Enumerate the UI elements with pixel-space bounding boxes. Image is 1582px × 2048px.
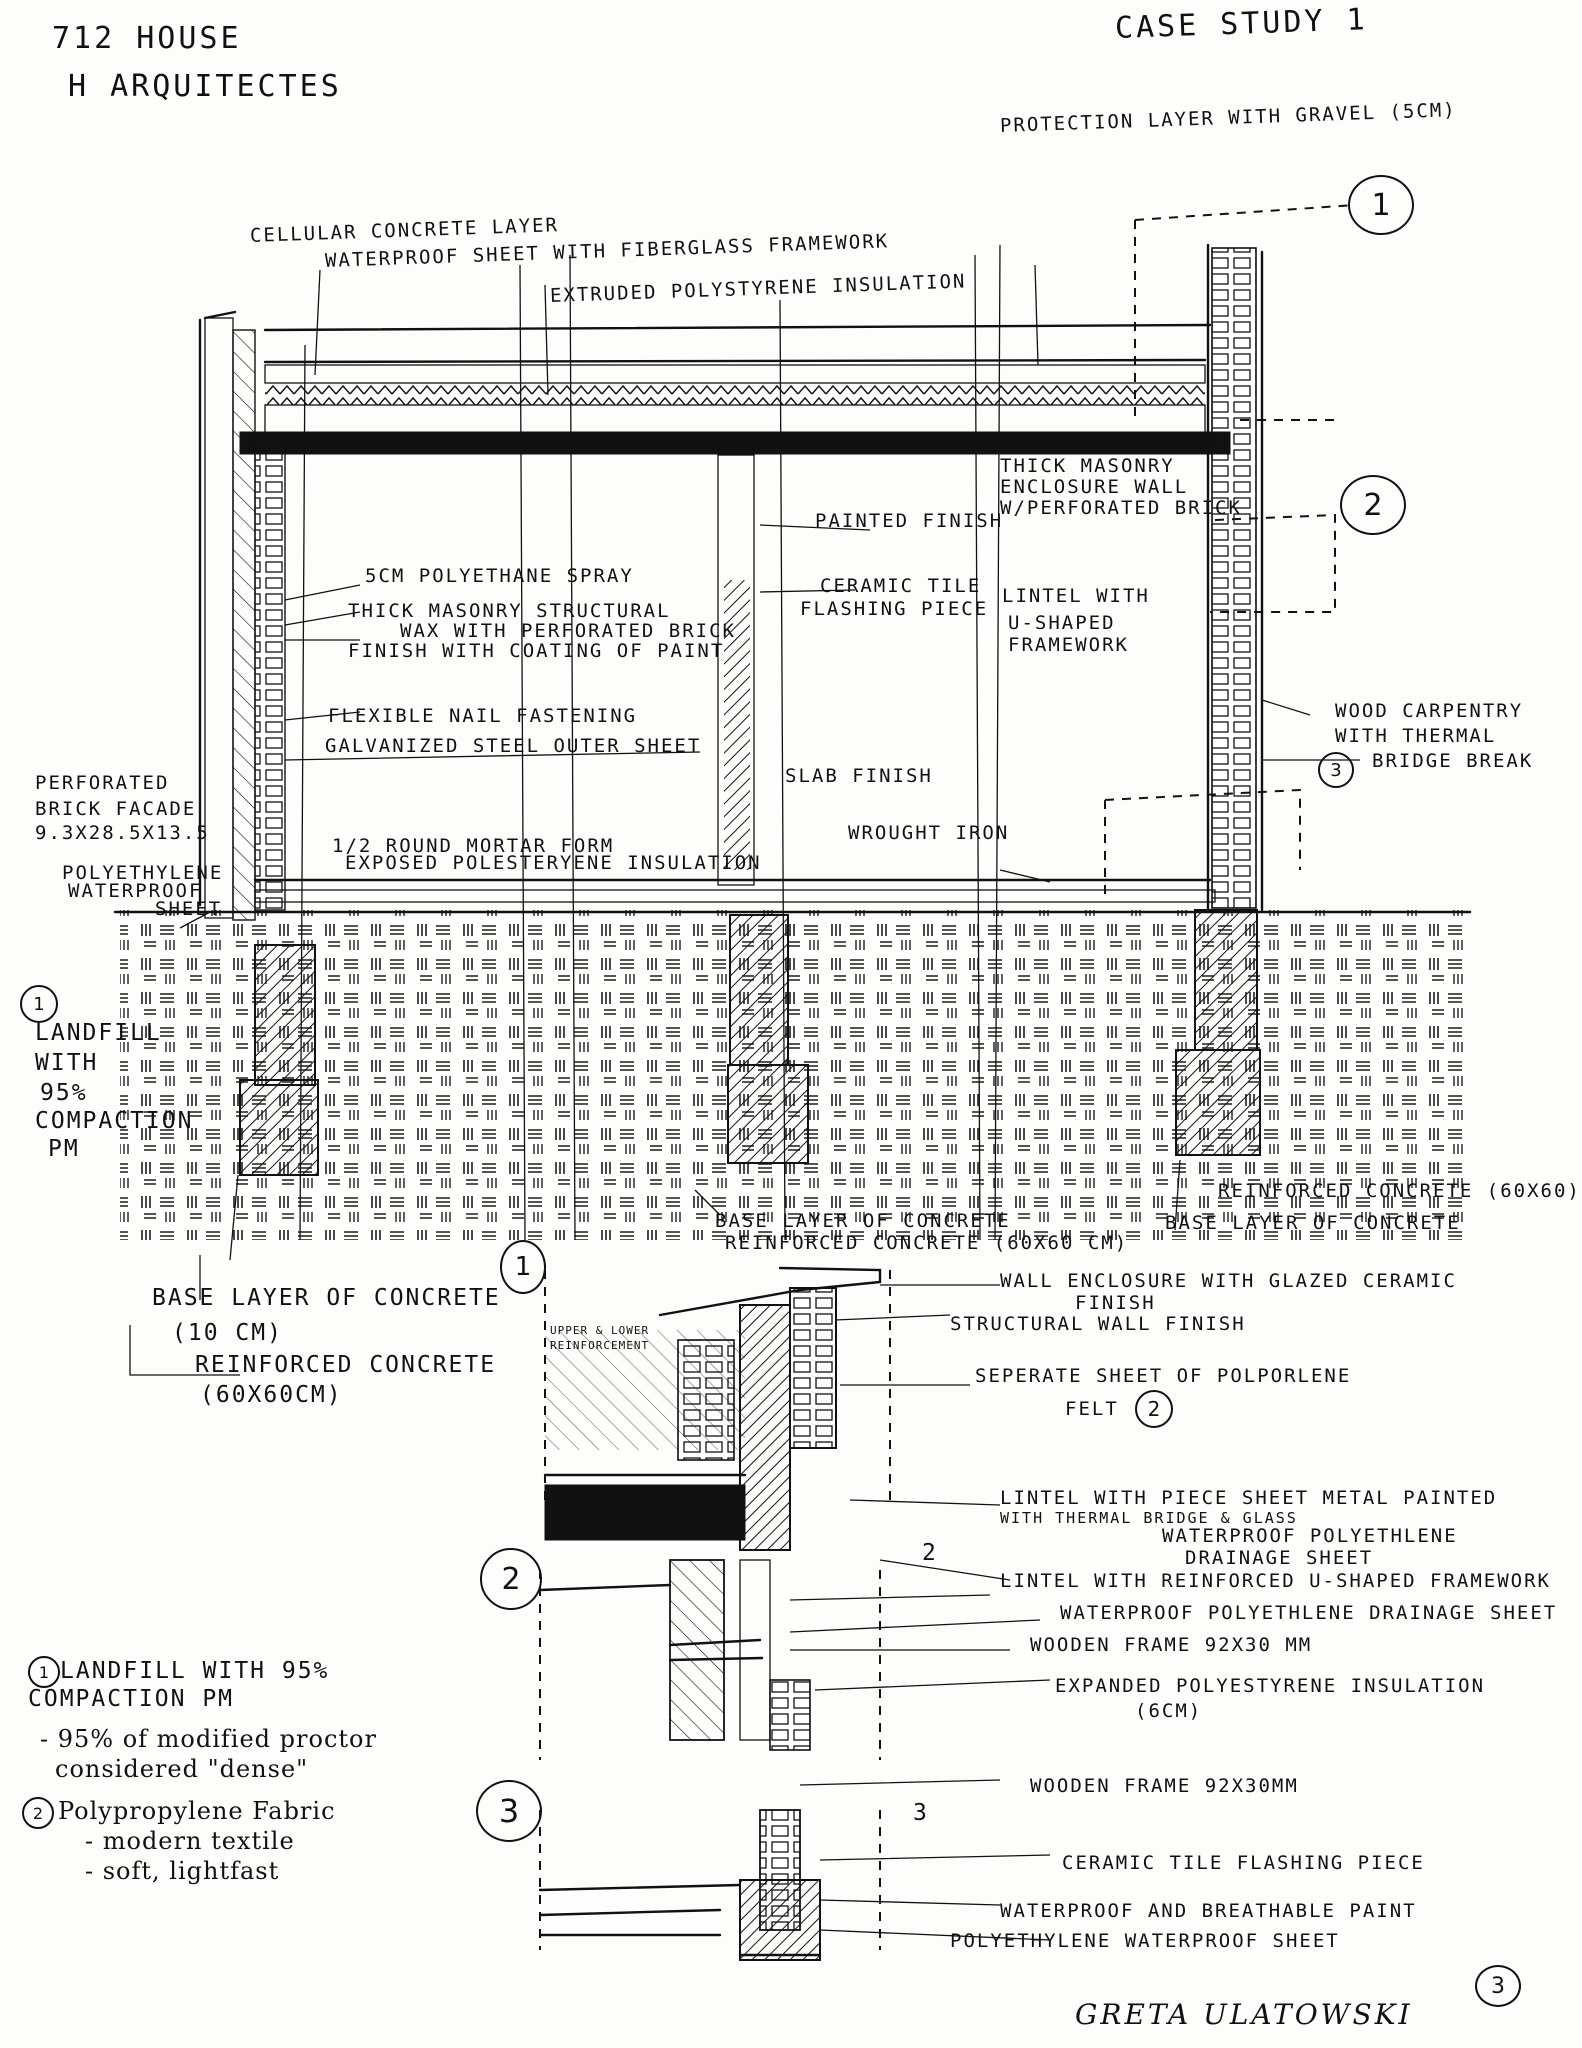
label-poly-sheet-3: SHEET [155, 898, 223, 920]
detail-1-felt-marker: 2 [1135, 1390, 1173, 1428]
title-line-2: H ARQUITECTES [68, 69, 342, 104]
label-thick-masonry-3: W/PERFORATED BRICK [1000, 497, 1242, 519]
label-lintel-2: U-SHAPED [1008, 612, 1116, 634]
detail-1-felt-marker-label: 2 [1147, 1397, 1161, 1421]
note-2-marker: 2 [22, 1797, 54, 1829]
detail-3-breathable-paint: WATERPROOF AND BREATHABLE PAINT [1000, 1900, 1417, 1922]
note-1-marker-label: 1 [38, 1662, 50, 1682]
detail-1-inset-1: UPPER & LOWER [550, 1324, 650, 1337]
label-wrought-iron: WROUGHT IRON [848, 822, 1010, 844]
note-2-title: Polypropylene Fabric [58, 1797, 336, 1825]
label-perforated-brick-2: BRICK FACADE [35, 798, 197, 820]
detail-3-ceramic-tile: CERAMIC TILE FLASHING PIECE [1062, 1852, 1425, 1874]
label-slab-finish: SLAB FINISH [785, 765, 933, 787]
detail-1-drainage-1: WATERPROOF POLYETHLENE [1162, 1525, 1458, 1547]
detail-3-poly-sheet: POLYETHYLENE WATERPROOF SHEET [950, 1930, 1340, 1952]
label-perforated-brick-3: 9.3X28.5X13.5 [35, 822, 210, 844]
callout-marker-bottom-label: 3 [1491, 1973, 1505, 1999]
detail-2-marker: 2 [480, 1548, 542, 1610]
label-reinforced-mid: REINFORCED CONCRETE (60X60 CM) [725, 1232, 1129, 1254]
detail-3-tag: 3 [913, 1800, 929, 1826]
note-1-bullet-2: considered "dense" [55, 1755, 309, 1783]
note-1-title-1: LANDFILL WITH 95% [60, 1658, 330, 1684]
detail-1-inset-2: REINFORCEMENT [550, 1339, 650, 1352]
label-poly-sheet-2: WATERPROOF [68, 880, 203, 902]
note-1-title-2: COMPACTION PM [28, 1686, 235, 1712]
detail-3-marker: 3 [476, 1780, 542, 1842]
label-wood-carpentry-3: BRIDGE BREAK [1372, 750, 1534, 772]
note-1-marker: 1 [28, 1656, 60, 1688]
label-ceramic-tile-1: CERAMIC TILE [820, 575, 982, 597]
detail-2-tag: 2 [922, 1540, 938, 1566]
detail-1-structural-wall: STRUCTURAL WALL FINISH [950, 1313, 1246, 1335]
label-poly-spray: 5CM POLYETHANE SPRAY [365, 565, 634, 587]
label-base-left-1: BASE LAYER OF CONCRETE [152, 1285, 501, 1311]
label-flexible-nail-1: FLEXIBLE NAIL FASTENING [328, 705, 638, 727]
callout-marker-landfill: 1 [20, 985, 58, 1023]
detail-1-separate-sheet-1: SEPERATE SHEET OF POLPORLENE [975, 1365, 1352, 1387]
detail-3-marker-label: 3 [498, 1792, 520, 1830]
title-line-1: 712 HOUSE [52, 21, 242, 56]
label-thick-masonry-2: ENCLOSURE WALL [1000, 476, 1189, 498]
callout-marker-bottom: 3 [1475, 1965, 1521, 2007]
callout-marker-3-label: 3 [1330, 759, 1342, 781]
detail-1-marker-label: 1 [514, 1252, 532, 1282]
label-reinforced-left-1: REINFORCED CONCRETE [195, 1352, 497, 1378]
detail-1-wall-enclosure-2: FINISH [1075, 1292, 1156, 1314]
detail-2-waterproof-drainage: WATERPROOF POLYETHLENE DRAINAGE SHEET [1060, 1602, 1558, 1624]
note-2-bullet-1: - modern textile [85, 1827, 295, 1855]
label-wood-carpentry-2: WITH THERMAL [1335, 725, 1497, 747]
detail-2-marker-label: 2 [501, 1561, 521, 1597]
callout-marker-3: 3 [1318, 752, 1354, 788]
label-base-right: BASE LAYER OF CONCRETE [1165, 1212, 1461, 1234]
label-mortar-form-2: EXPOSED POLESTERYENE INSULATION [345, 852, 762, 874]
detail-1-wall-enclosure-1: WALL ENCLOSURE WITH GLAZED CERAMIC [1000, 1270, 1457, 1292]
label-base-mid: BASE LAYER OF CONCRETE [715, 1210, 1011, 1232]
label-landfill-4: COMPACTION [35, 1108, 194, 1134]
detail-2-wooden-frame: WOODEN FRAME 92X30 MM [1030, 1634, 1313, 1656]
label-finish-coating: FINISH WITH COATING OF PAINT [348, 640, 725, 662]
label-base-left-2: (10 CM) [172, 1320, 283, 1346]
label-perforated-brick-1: PERFORATED [35, 772, 170, 794]
callout-marker-2: 2 [1340, 475, 1406, 535]
label-poly-sheet-1: POLYETHYLENE [62, 862, 224, 884]
callout-marker-2-label: 2 [1363, 487, 1383, 523]
detail-2-lintel-reinforced: LINTEL WITH REINFORCED U-SHAPED FRAMEWOR… [1000, 1570, 1551, 1592]
label-landfill-3: 95% [40, 1080, 88, 1106]
label-flexible-nail-2: GALVANIZED STEEL OUTER SHEET [325, 735, 702, 757]
label-reinforced-left-2: (60X60CM) [200, 1382, 343, 1408]
note-2-marker-label: 2 [32, 1803, 44, 1823]
label-masonry-structural-1: THICK MASONRY STRUCTURAL [348, 600, 671, 622]
label-masonry-structural-2: WAX WITH PERFORATED BRICK [400, 620, 736, 642]
label-reinforced-right: REINFORCED CONCRETE (60X60) [1218, 1180, 1581, 1202]
callout-marker-1: 1 [1348, 175, 1414, 235]
label-mortar-form-1: 1/2 ROUND MORTAR FORM [332, 835, 615, 857]
label-lintel-3: FRAMEWORK [1008, 634, 1129, 656]
detail-2-expanded-1: EXPANDED POLYESTYRENE INSULATION [1055, 1675, 1486, 1697]
callout-marker-landfill-label: 1 [33, 993, 45, 1015]
label-painted-finish: PAINTED FINISH [815, 510, 1004, 532]
callout-marker-1-label: 1 [1371, 187, 1391, 223]
detail-1-drainage-2: DRAINAGE SHEET [1185, 1547, 1374, 1569]
signature: GRETA ULATOWSKI [1075, 1998, 1413, 2031]
detail-1-separate-sheet-2: FELT [1065, 1398, 1119, 1420]
detail-3-wooden-frame: WOODEN FRAME 92X30MM [1030, 1775, 1299, 1797]
label-thick-masonry-1: THICK MASONRY [1000, 455, 1175, 477]
label-landfill-2: WITH [35, 1050, 99, 1076]
note-2-bullet-2: - soft, lightfast [85, 1857, 280, 1885]
detail-1-lintel-painted-1: LINTEL WITH PIECE SHEET METAL PAINTED [1000, 1487, 1498, 1509]
label-landfill-5: PM [48, 1136, 80, 1162]
note-1-bullet-1: - 95% of modified proctor [40, 1725, 377, 1753]
detail-2-expanded-2: (6CM) [1135, 1700, 1203, 1722]
label-ceramic-tile-2: FLASHING PIECE [800, 598, 989, 620]
label-landfill-1: LANDFILL [35, 1020, 162, 1046]
detail-1-marker: 1 [500, 1240, 546, 1294]
detail-1-lintel-painted-2: WITH THERMAL BRIDGE & GLASS [1000, 1509, 1298, 1527]
label-lintel-1: LINTEL WITH [1002, 585, 1150, 607]
label-wood-carpentry-1: WOOD CARPENTRY [1335, 700, 1524, 722]
